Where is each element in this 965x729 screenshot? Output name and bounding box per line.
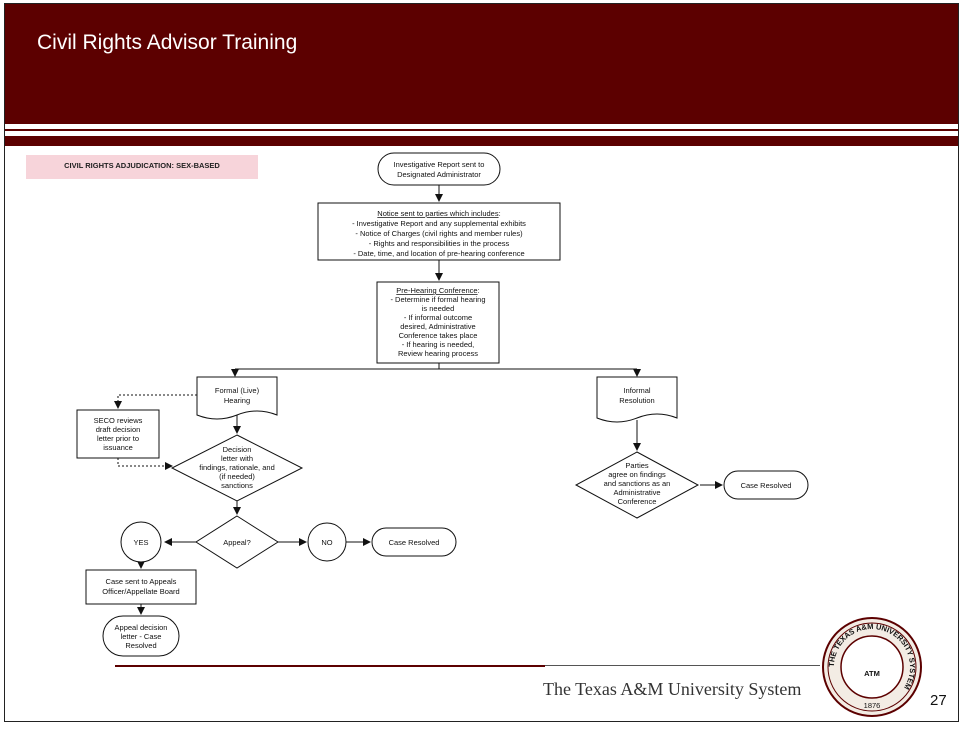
node-seco-line2: draft decision	[96, 425, 141, 434]
university-seal-icon: THE TEXAS A&M UNIVERSITY SYSTEM ATM 1876	[822, 617, 922, 717]
node-parties-line4: Administrative	[613, 488, 660, 497]
node-notice-line4: - Date, time, and location of pre-hearin…	[353, 249, 524, 258]
node-decision-line1: Decision	[223, 445, 252, 454]
footer-rule	[115, 665, 545, 667]
node-parties-line3: and sanctions as an	[604, 479, 671, 488]
node-decision-line3: findings, rationale, and	[199, 463, 274, 472]
seal-year: 1876	[864, 701, 881, 710]
node-prehearing-line6: - If hearing is needed,	[402, 340, 475, 349]
node-yes-label: YES	[133, 538, 148, 547]
node-notice	[317, 202, 561, 261]
slide-title: Civil Rights Advisor Training	[37, 31, 298, 54]
node-case-resolved-left-label: Case Resolved	[389, 538, 440, 547]
node-notice-line1: - Investigative Report and any supplemen…	[352, 219, 526, 228]
node-parties-line1: Parties	[625, 461, 649, 470]
node-case-resolved-right	[723, 470, 809, 500]
slide-header: Civil Rights Advisor Training	[5, 4, 958, 124]
node-notice-line2: - Notice of Charges (civil rights and me…	[355, 229, 523, 238]
node-notice-heading: Notice sent to parties which includes:	[377, 209, 500, 218]
node-appeal-decision	[102, 615, 180, 657]
node-prehearing-line2: is needed	[422, 304, 455, 313]
node-appeal-decision-line3: Resolved	[125, 641, 156, 650]
node-seco-line4: issuance	[103, 443, 133, 452]
node-appeal	[195, 515, 279, 569]
node-decision-line2: letter with	[221, 454, 253, 463]
header-divider-thick	[5, 136, 958, 146]
node-informal-line2: Resolution	[619, 396, 654, 405]
node-appeals-board-line2: Officer/Appellate Board	[102, 587, 179, 596]
node-case-resolved-right-label: Case Resolved	[741, 481, 792, 490]
node-prehearing-line7: Review hearing process	[398, 349, 478, 358]
footer-system-name: The Texas A&M University System	[543, 679, 802, 699]
node-prehearing-line5: Conference takes place	[399, 331, 478, 340]
node-parties-agree	[574, 451, 700, 519]
node-start	[377, 152, 501, 186]
node-seco-review	[76, 409, 160, 459]
node-start-line1: Investigative Report sent to	[394, 160, 485, 169]
node-prehearing-line3: - If informal outcome	[404, 313, 472, 322]
section-badge-label: CIVIL RIGHTS ADJUDICATION: SEX-BASED	[64, 161, 220, 170]
node-informal-resolution	[596, 376, 678, 423]
node-appeals-board-line1: Case sent to Appeals	[106, 577, 177, 586]
node-prehearing	[376, 281, 500, 364]
node-parties-line5: Conference	[618, 497, 657, 506]
page-number: 27	[930, 692, 947, 709]
node-yes	[120, 521, 162, 563]
node-decision-letter	[170, 434, 304, 502]
node-prehearing-line1: - Determine if formal hearing	[390, 295, 485, 304]
node-appeals-board	[85, 569, 197, 605]
node-formal-line2: Hearing	[224, 396, 250, 405]
node-prehearing-line4: desired, Administrative	[400, 322, 475, 331]
node-appeal-decision-line2: letter - Case	[121, 632, 162, 641]
seal-monogram: ATM	[864, 669, 880, 678]
node-case-resolved-left	[371, 527, 457, 557]
node-decision-line5: sanctions	[221, 481, 253, 490]
footer-rule-thin	[545, 665, 820, 666]
node-decision-line4: (if needed)	[219, 472, 255, 481]
slide-frame	[4, 3, 959, 722]
node-no	[307, 522, 347, 562]
node-appeal-label: Appeal?	[223, 538, 251, 547]
node-notice-line3: - Rights and responsibilities in the pro…	[369, 239, 510, 248]
node-formal-line1: Formal (Live)	[215, 386, 260, 395]
header-divider-thin	[5, 129, 958, 131]
node-formal-hearing	[196, 376, 278, 420]
node-informal-line1: Informal	[623, 386, 650, 395]
node-parties-line2: agree on findings	[608, 470, 666, 479]
node-no-label: NO	[321, 538, 332, 547]
node-start-line2: Designated Administrator	[397, 170, 481, 179]
node-seco-line3: letter prior to	[97, 434, 139, 443]
node-seco-line1: SECO reviews	[94, 416, 143, 425]
node-prehearing-heading: Pre-Hearing Conference:	[396, 286, 479, 295]
section-badge: CIVIL RIGHTS ADJUDICATION: SEX-BASED	[26, 155, 258, 179]
node-appeal-decision-line1: Appeal decision	[115, 623, 168, 632]
